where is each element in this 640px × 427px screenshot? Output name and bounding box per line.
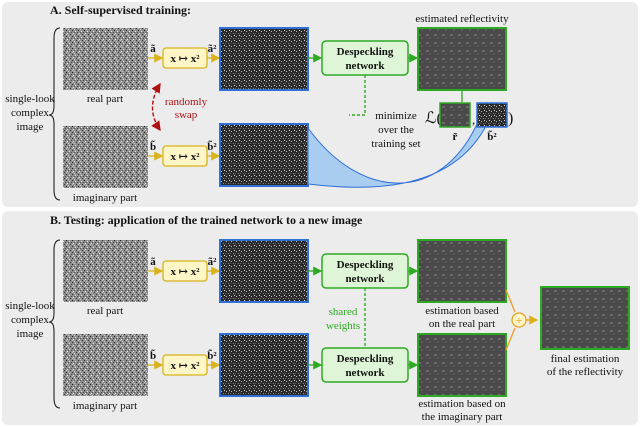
estimated-reflectivity-label: estimated reflectivity <box>415 13 509 25</box>
input-label-b-line1: single-look <box>5 300 55 312</box>
square-op-bottom: x ↦ x² <box>170 151 200 163</box>
panel-a: A. Self-supervised training: single-look… <box>2 2 638 207</box>
input-brace <box>48 27 61 201</box>
var-a2-top: ã² <box>208 43 218 55</box>
est-real-line1: estimation based <box>425 305 499 317</box>
est-imag-to-plus <box>505 327 516 351</box>
loss-close: ) <box>508 110 513 127</box>
minimize-line1: minimize <box>375 110 417 122</box>
network-label-a-line1: Despeckling <box>337 46 394 58</box>
var-b2-bottom: b̃² <box>207 140 217 153</box>
shared-weights-line2: weights <box>326 320 360 332</box>
input-label-b-line3: image <box>17 328 44 340</box>
final-estimation-line1: final estimation <box>551 353 620 365</box>
loss-symbol: ℒ( <box>425 110 442 127</box>
minimize-line2: over the <box>378 124 414 136</box>
imaginary-part-image <box>63 126 148 188</box>
est-imag-image <box>417 333 507 397</box>
swap-label-line2: swap <box>175 109 198 121</box>
input-label-b-line2: complex <box>11 314 49 326</box>
estimated-reflectivity-image <box>417 27 507 91</box>
est-imag-line1: estimation based on <box>418 398 506 410</box>
imaginary-part-label: imaginary part <box>73 192 137 204</box>
loss-var-r: r̃ <box>453 131 458 143</box>
shared-weights-line1: shared <box>329 306 358 318</box>
input-label-line1: single-look <box>5 93 55 105</box>
est-real-line2: on the real part <box>429 318 495 330</box>
var-b-b: b̃ <box>150 349 156 362</box>
panel-b: B. Testing: application of the trained n… <box>2 211 638 425</box>
b2-image <box>219 123 309 187</box>
network-to-loss-dashed <box>349 75 366 116</box>
plus-sign: + <box>516 313 523 327</box>
square-op-b-bottom: x ↦ x² <box>170 360 200 372</box>
network-label-b-top-line1: Despeckling <box>337 259 394 271</box>
est-imag-line2: the imaginary part <box>422 411 503 423</box>
network-label-b-bottom-line2: network <box>345 367 385 379</box>
var-b2-b: b̃² <box>207 349 217 362</box>
real-part-image-b <box>63 240 148 302</box>
loss-r-image <box>439 102 471 128</box>
swap-label-line1: randomly <box>165 96 208 108</box>
minimize-line3: training set <box>371 138 420 150</box>
b2-image-b <box>219 333 309 397</box>
real-part-label-b: real part <box>87 305 123 317</box>
var-b-bottom: b̃ <box>150 140 156 153</box>
imaginary-part-image-b <box>63 334 148 396</box>
input-label-line3: image <box>17 121 44 133</box>
var-a-b: ã <box>150 256 156 268</box>
var-a-top: ã <box>150 43 156 55</box>
imaginary-part-label-b: imaginary part <box>73 400 137 412</box>
loss-comma: , <box>472 112 475 127</box>
square-op-top: x ↦ x² <box>170 53 200 65</box>
a2-image-b <box>219 239 309 303</box>
final-estimation-image <box>540 286 630 350</box>
panel-a-title: A. Self-supervised training: <box>50 3 191 17</box>
final-estimation-line2: of the reflectivity <box>547 366 624 378</box>
swap-arrow <box>151 82 161 132</box>
input-brace-b <box>48 239 61 409</box>
network-label-b-bottom-line1: Despeckling <box>337 353 394 365</box>
real-part-label: real part <box>87 93 123 105</box>
network-label-a-line2: network <box>345 60 385 72</box>
est-real-image <box>417 239 507 303</box>
real-part-image <box>63 28 148 90</box>
est-real-to-plus <box>505 289 516 313</box>
loss-var-b2: b̃² <box>487 130 497 143</box>
square-op-b-top: x ↦ x² <box>170 266 200 278</box>
panel-b-title: B. Testing: application of the trained n… <box>50 213 363 227</box>
var-a2-b: ã² <box>208 256 218 268</box>
loss-b2-image <box>476 102 508 128</box>
network-label-b-top-line2: network <box>345 273 385 285</box>
a2-image <box>219 27 309 91</box>
input-label-line2: complex <box>11 107 49 119</box>
